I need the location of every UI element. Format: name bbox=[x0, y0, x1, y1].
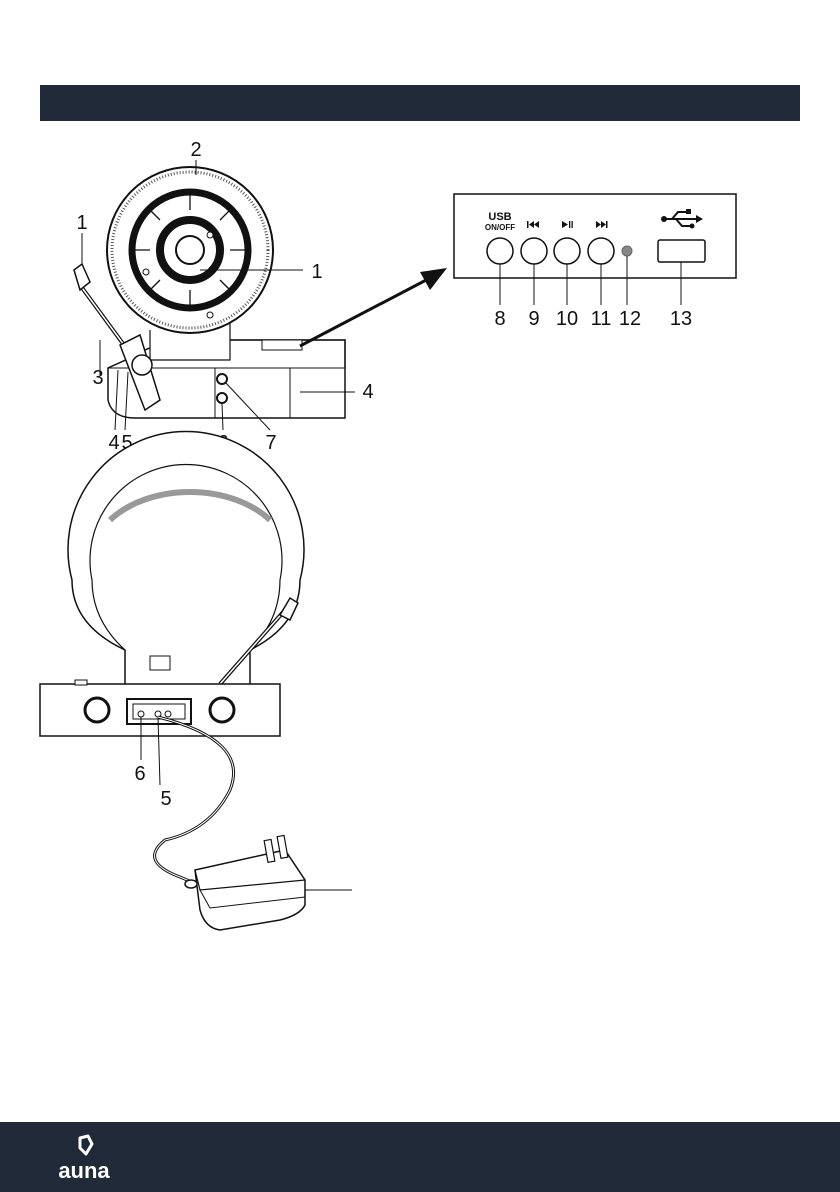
callout-1-arm: 1 bbox=[76, 212, 87, 234]
speaker-left bbox=[85, 698, 109, 722]
callout-3-tonearm: 3 bbox=[92, 367, 103, 389]
callout-2-platter: 2 bbox=[190, 139, 201, 161]
auna-logo-icon bbox=[44, 1134, 124, 1160]
led-indicator bbox=[622, 246, 632, 256]
callout-5-rear: 5 bbox=[160, 788, 171, 810]
callout-8: 8 bbox=[494, 308, 505, 330]
spindle bbox=[176, 236, 204, 264]
callout-13: 13 bbox=[670, 308, 692, 330]
callout-12: 12 bbox=[619, 308, 641, 330]
callout-7-bottom: 7 bbox=[265, 432, 276, 454]
usb-onoff-label: ON/OFF bbox=[485, 223, 515, 232]
top-figure: 1 2 1 3 4 4 5 6 7 USB ON/OFF bbox=[0, 0, 840, 470]
callout-9: 9 bbox=[528, 308, 539, 330]
callout-10: 10 bbox=[556, 308, 578, 330]
callout-1-spindle: 1 bbox=[311, 261, 322, 283]
brand-wordmark: auna bbox=[44, 1158, 124, 1184]
callout-6-rear: 6 bbox=[134, 763, 145, 785]
usb-panel-detail bbox=[454, 194, 736, 278]
power-cable bbox=[155, 717, 234, 885]
usb-port bbox=[658, 240, 705, 262]
callout-5-bottom: 5 bbox=[121, 432, 132, 454]
power-button bbox=[487, 238, 513, 264]
previous-button bbox=[521, 238, 547, 264]
power-adapter bbox=[195, 850, 305, 930]
usb-label: USB bbox=[488, 211, 511, 223]
callout-6-bottom: 6 bbox=[217, 432, 228, 454]
next-button bbox=[588, 238, 614, 264]
base-box bbox=[40, 684, 280, 736]
auna-logo: auna bbox=[44, 1134, 134, 1184]
speaker-right bbox=[210, 698, 234, 722]
callout-11: 11 bbox=[591, 308, 612, 330]
callout-4-base: 4 bbox=[362, 381, 373, 403]
play-pause-button bbox=[554, 238, 580, 264]
rear-panel bbox=[127, 699, 191, 724]
usb-panel-mini bbox=[262, 340, 302, 350]
callout-4-bottom: 4 bbox=[108, 432, 119, 454]
jack-lower bbox=[217, 393, 227, 403]
